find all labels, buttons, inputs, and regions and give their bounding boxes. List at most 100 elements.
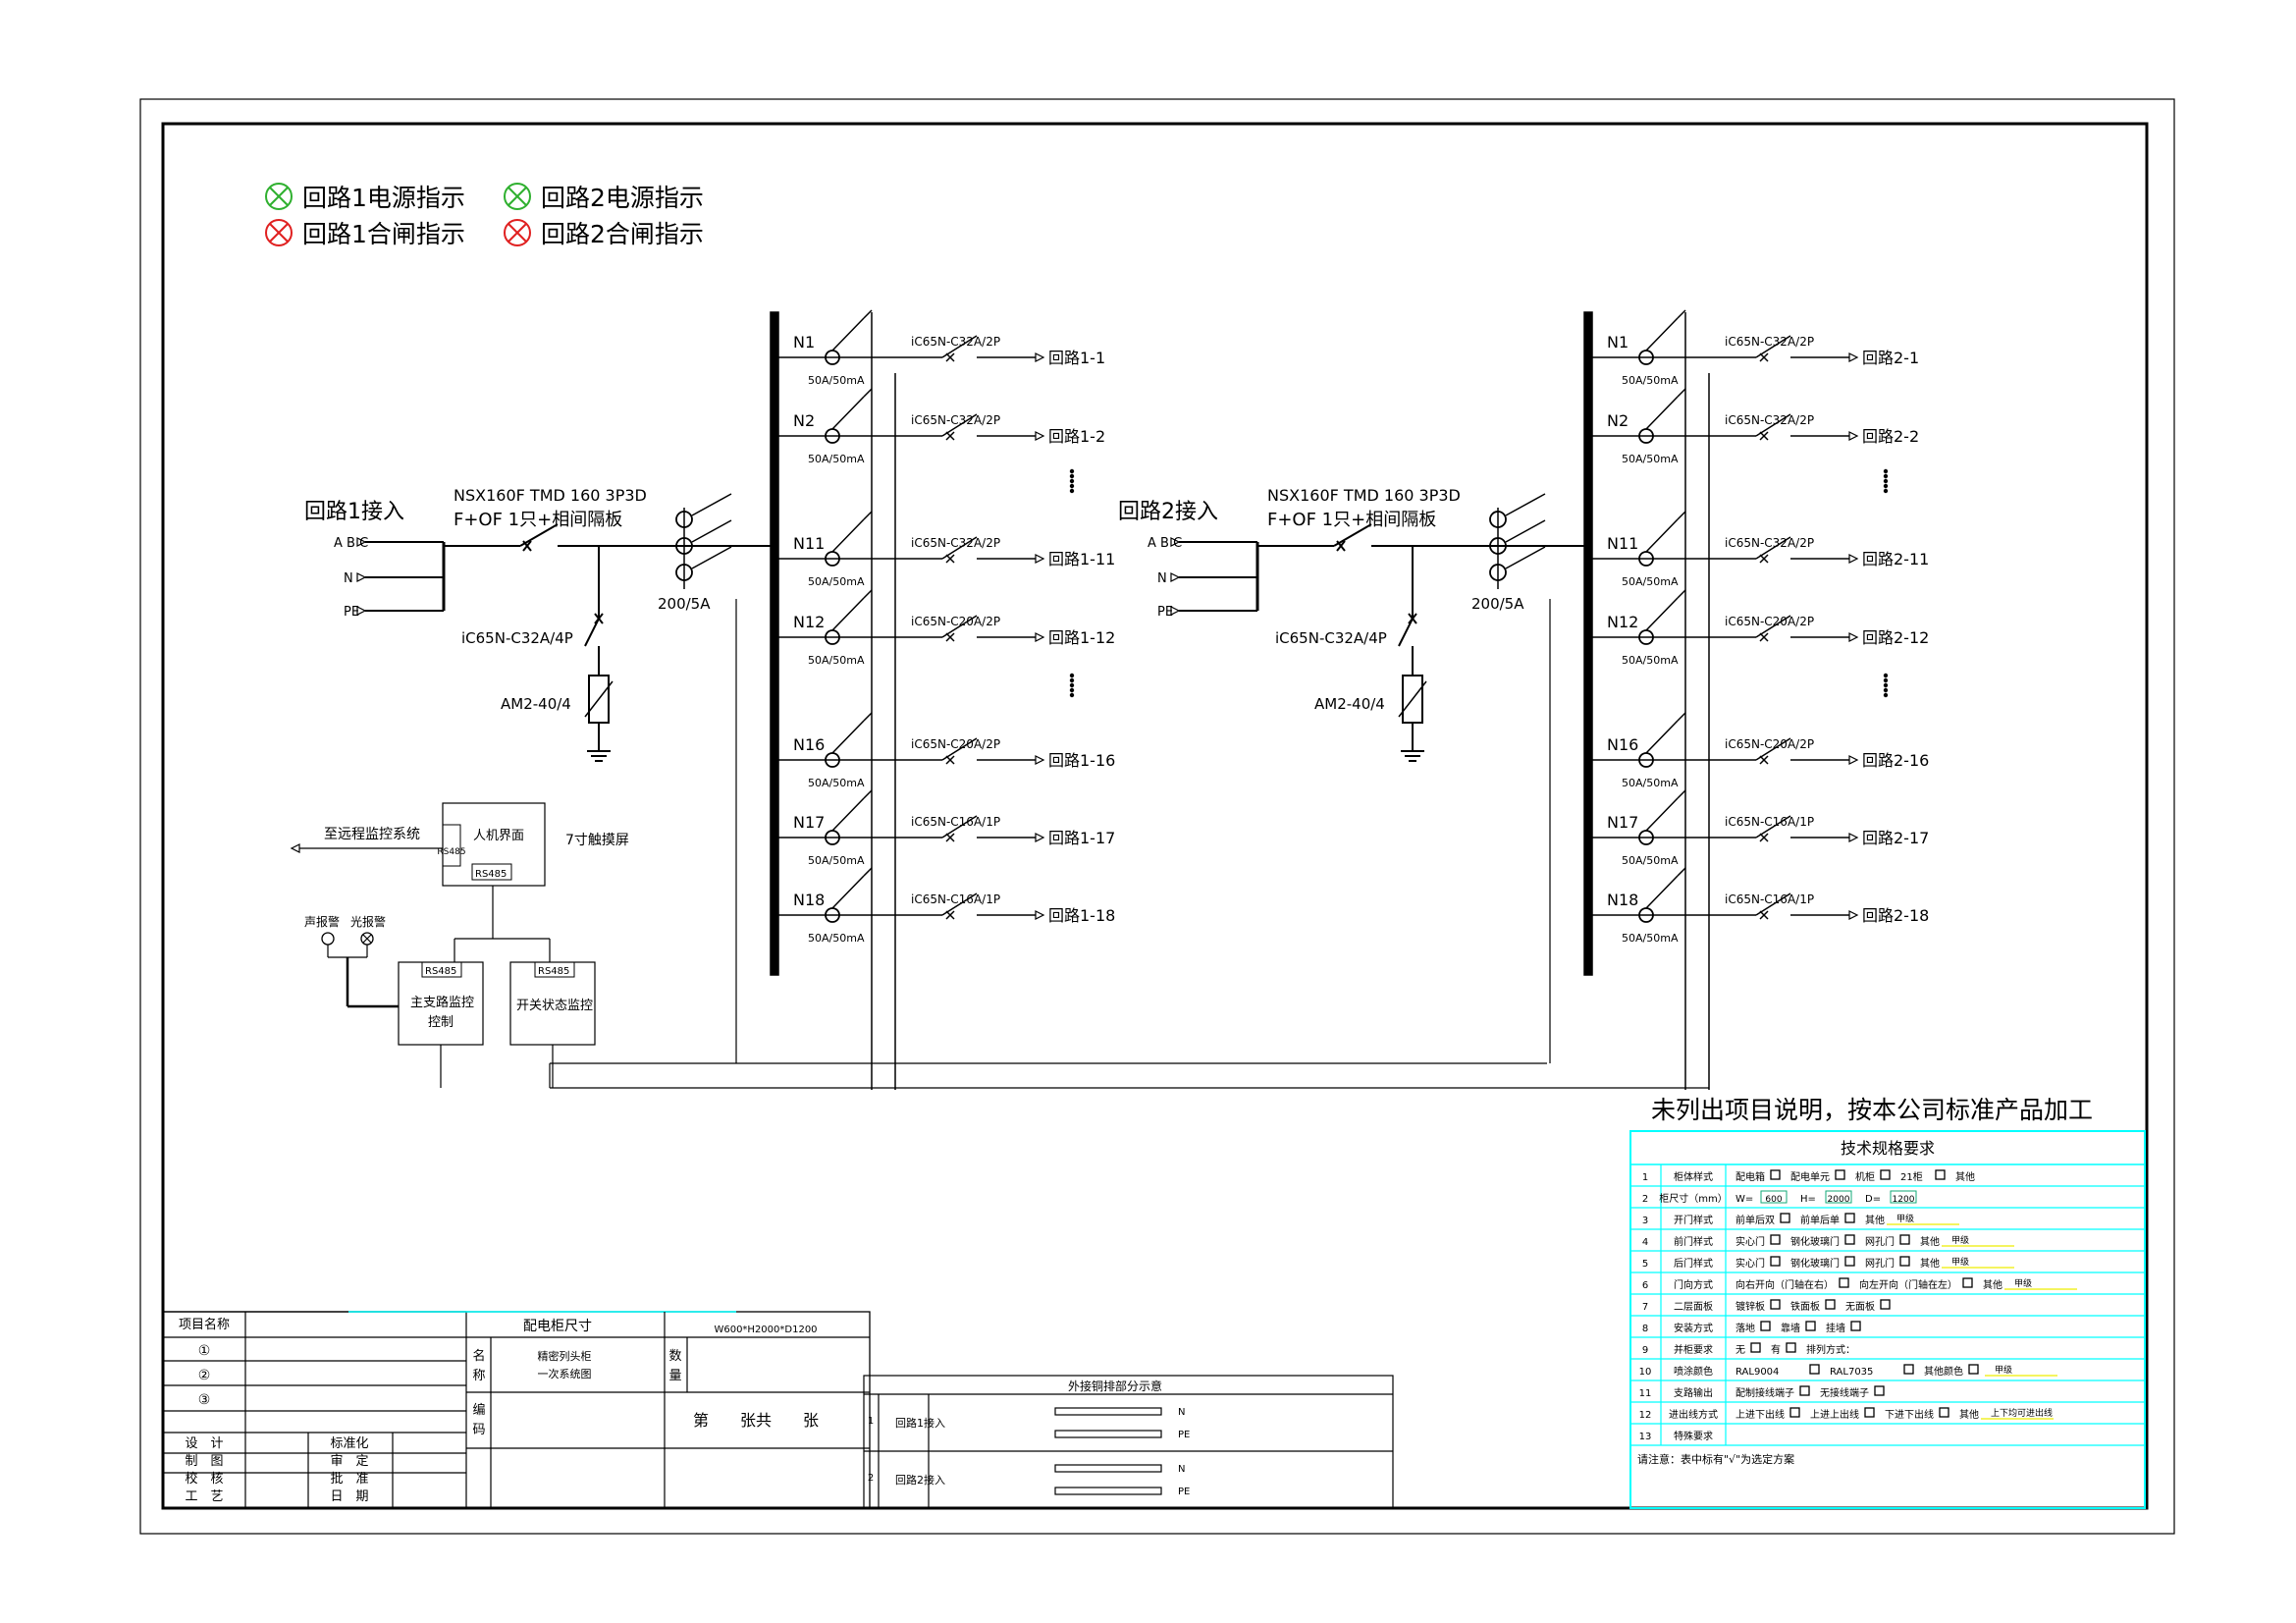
- continuation-dot: [1069, 483, 1075, 489]
- wire: [831, 518, 865, 553]
- wire: [1645, 518, 1679, 553]
- copper-bar-icon: [1054, 1487, 1162, 1495]
- busbar-table: [863, 1375, 1394, 1509]
- continuation-dot: [1069, 677, 1075, 683]
- spec-option: 其他颜色: [1924, 1365, 1963, 1378]
- outgoing-arrow-icon: [1848, 352, 1859, 362]
- wire: [863, 511, 873, 520]
- wire: [1398, 680, 1427, 718]
- project-name-label: 项目名称: [179, 1317, 230, 1332]
- legend-label: 回路1合闸指示: [302, 220, 465, 248]
- spec-option: 实心门: [1735, 1235, 1765, 1248]
- wire: [1755, 536, 1791, 560]
- wire: [1408, 613, 1417, 624]
- spec-option: 其他: [1920, 1235, 1940, 1248]
- wire: [1759, 833, 1769, 842]
- code-label: 编: [472, 1403, 485, 1418]
- phase-label-pe: PE: [344, 605, 359, 620]
- title-block-outline: [162, 1311, 871, 1509]
- checkbox-icon: [1874, 1385, 1885, 1396]
- incoming-label: 回路1接入: [304, 500, 404, 524]
- wire: [945, 431, 955, 441]
- terminal-icon: [356, 606, 367, 616]
- outgoing-arrow-icon: [1035, 554, 1045, 564]
- copper-bar-icon: [1054, 1430, 1162, 1438]
- outer-border: [139, 98, 2175, 1535]
- feeder-breaker-model: iC65N-C16A/1P: [1725, 815, 1814, 829]
- spec-row-item: 喷涂颜色: [1674, 1365, 1713, 1378]
- continuation-dot: [1069, 488, 1075, 494]
- spec-row-item: 支路输出: [1674, 1386, 1713, 1399]
- wire: [1677, 388, 1686, 398]
- spec-option: RAL9004: [1735, 1367, 1779, 1378]
- dimension-value: 2000: [1828, 1195, 1850, 1205]
- outgoing-arrow-icon: [1035, 910, 1045, 920]
- dimension-value: 600: [1765, 1195, 1782, 1205]
- switch-monitor-rs485: RS485: [538, 966, 569, 977]
- outgoing-arrow-icon: [1848, 431, 1859, 441]
- qty-label: 量: [668, 1369, 681, 1383]
- terminal-icon: [1170, 572, 1181, 582]
- continuation-dot: [1069, 473, 1075, 479]
- feeder-output-label: 回路1-16: [1048, 751, 1115, 770]
- revision-mark: ①: [198, 1343, 211, 1359]
- spec-title: 技术规格要求: [1841, 1139, 1935, 1158]
- main-monitor-rs485: RS485: [425, 966, 456, 977]
- wire: [1677, 789, 1686, 799]
- sound-alarm-label: 声报警: [304, 914, 340, 929]
- checkbox-icon: [1835, 1169, 1845, 1180]
- feeder-output-label: 回路2-17: [1862, 829, 1929, 847]
- notice-text: 未列出项目说明，按本公司标准产品加工: [1651, 1096, 2093, 1124]
- feeder-number: N1: [793, 333, 815, 352]
- remote-label: 至远程监控系统: [324, 827, 420, 842]
- hmi-rs485-port: [442, 824, 461, 867]
- wire: [941, 815, 978, 839]
- checkbox-icon: [1880, 1169, 1891, 1180]
- wire: [1398, 618, 1414, 647]
- checkbox-icon: [1799, 1385, 1810, 1396]
- name-value: 精密列头柜: [538, 1349, 592, 1363]
- checkbox-icon: [1770, 1169, 1781, 1180]
- checkbox-icon: [1903, 1364, 1914, 1375]
- feeder-number: N2: [793, 411, 815, 430]
- wire: [519, 523, 559, 547]
- phase-label-n: N: [1157, 571, 1167, 586]
- name-value: 一次系统图: [538, 1367, 592, 1380]
- continuation-dot: [1069, 468, 1075, 474]
- feeder-output-label: 回路2-11: [1862, 550, 1929, 568]
- role-label: 批 准: [330, 1472, 368, 1487]
- wire: [1759, 431, 1769, 441]
- checkbox-icon: [1935, 1169, 1946, 1180]
- spd-breaker-model: iC65N-C32A/4P: [1275, 629, 1387, 647]
- spec-row-item: 开门样式: [1674, 1214, 1713, 1226]
- wire: [269, 223, 289, 243]
- role-label: 工 艺: [185, 1489, 223, 1504]
- wire: [1755, 615, 1791, 638]
- checkbox-icon: [1850, 1321, 1861, 1331]
- main-breaker-model: NSX160F TMD 160 3P3D: [454, 486, 647, 505]
- rcd-rating: 50A/50mA: [808, 374, 865, 387]
- feeder-number: N11: [793, 534, 825, 553]
- spec-option: 钢化玻璃门: [1790, 1235, 1840, 1248]
- switch-monitor-label: 开关状态监控: [516, 999, 593, 1013]
- name-label: 称: [472, 1369, 485, 1383]
- main-monitor-label-2: 控制: [428, 1015, 454, 1030]
- spec-option: 前单后双: [1735, 1214, 1775, 1226]
- wire: [1677, 712, 1686, 722]
- wire: [691, 519, 732, 543]
- rcd-rating: 50A/50mA: [808, 932, 865, 945]
- feeder-breaker-model: iC65N-C32A/2P: [1725, 413, 1814, 427]
- outgoing-arrow-icon: [1035, 352, 1045, 362]
- wire: [1755, 815, 1791, 839]
- copper-bar-icon: [1054, 1464, 1162, 1473]
- busbar: [1583, 311, 1593, 976]
- wire: [863, 309, 873, 319]
- wire: [941, 615, 978, 638]
- wire: [1759, 632, 1769, 642]
